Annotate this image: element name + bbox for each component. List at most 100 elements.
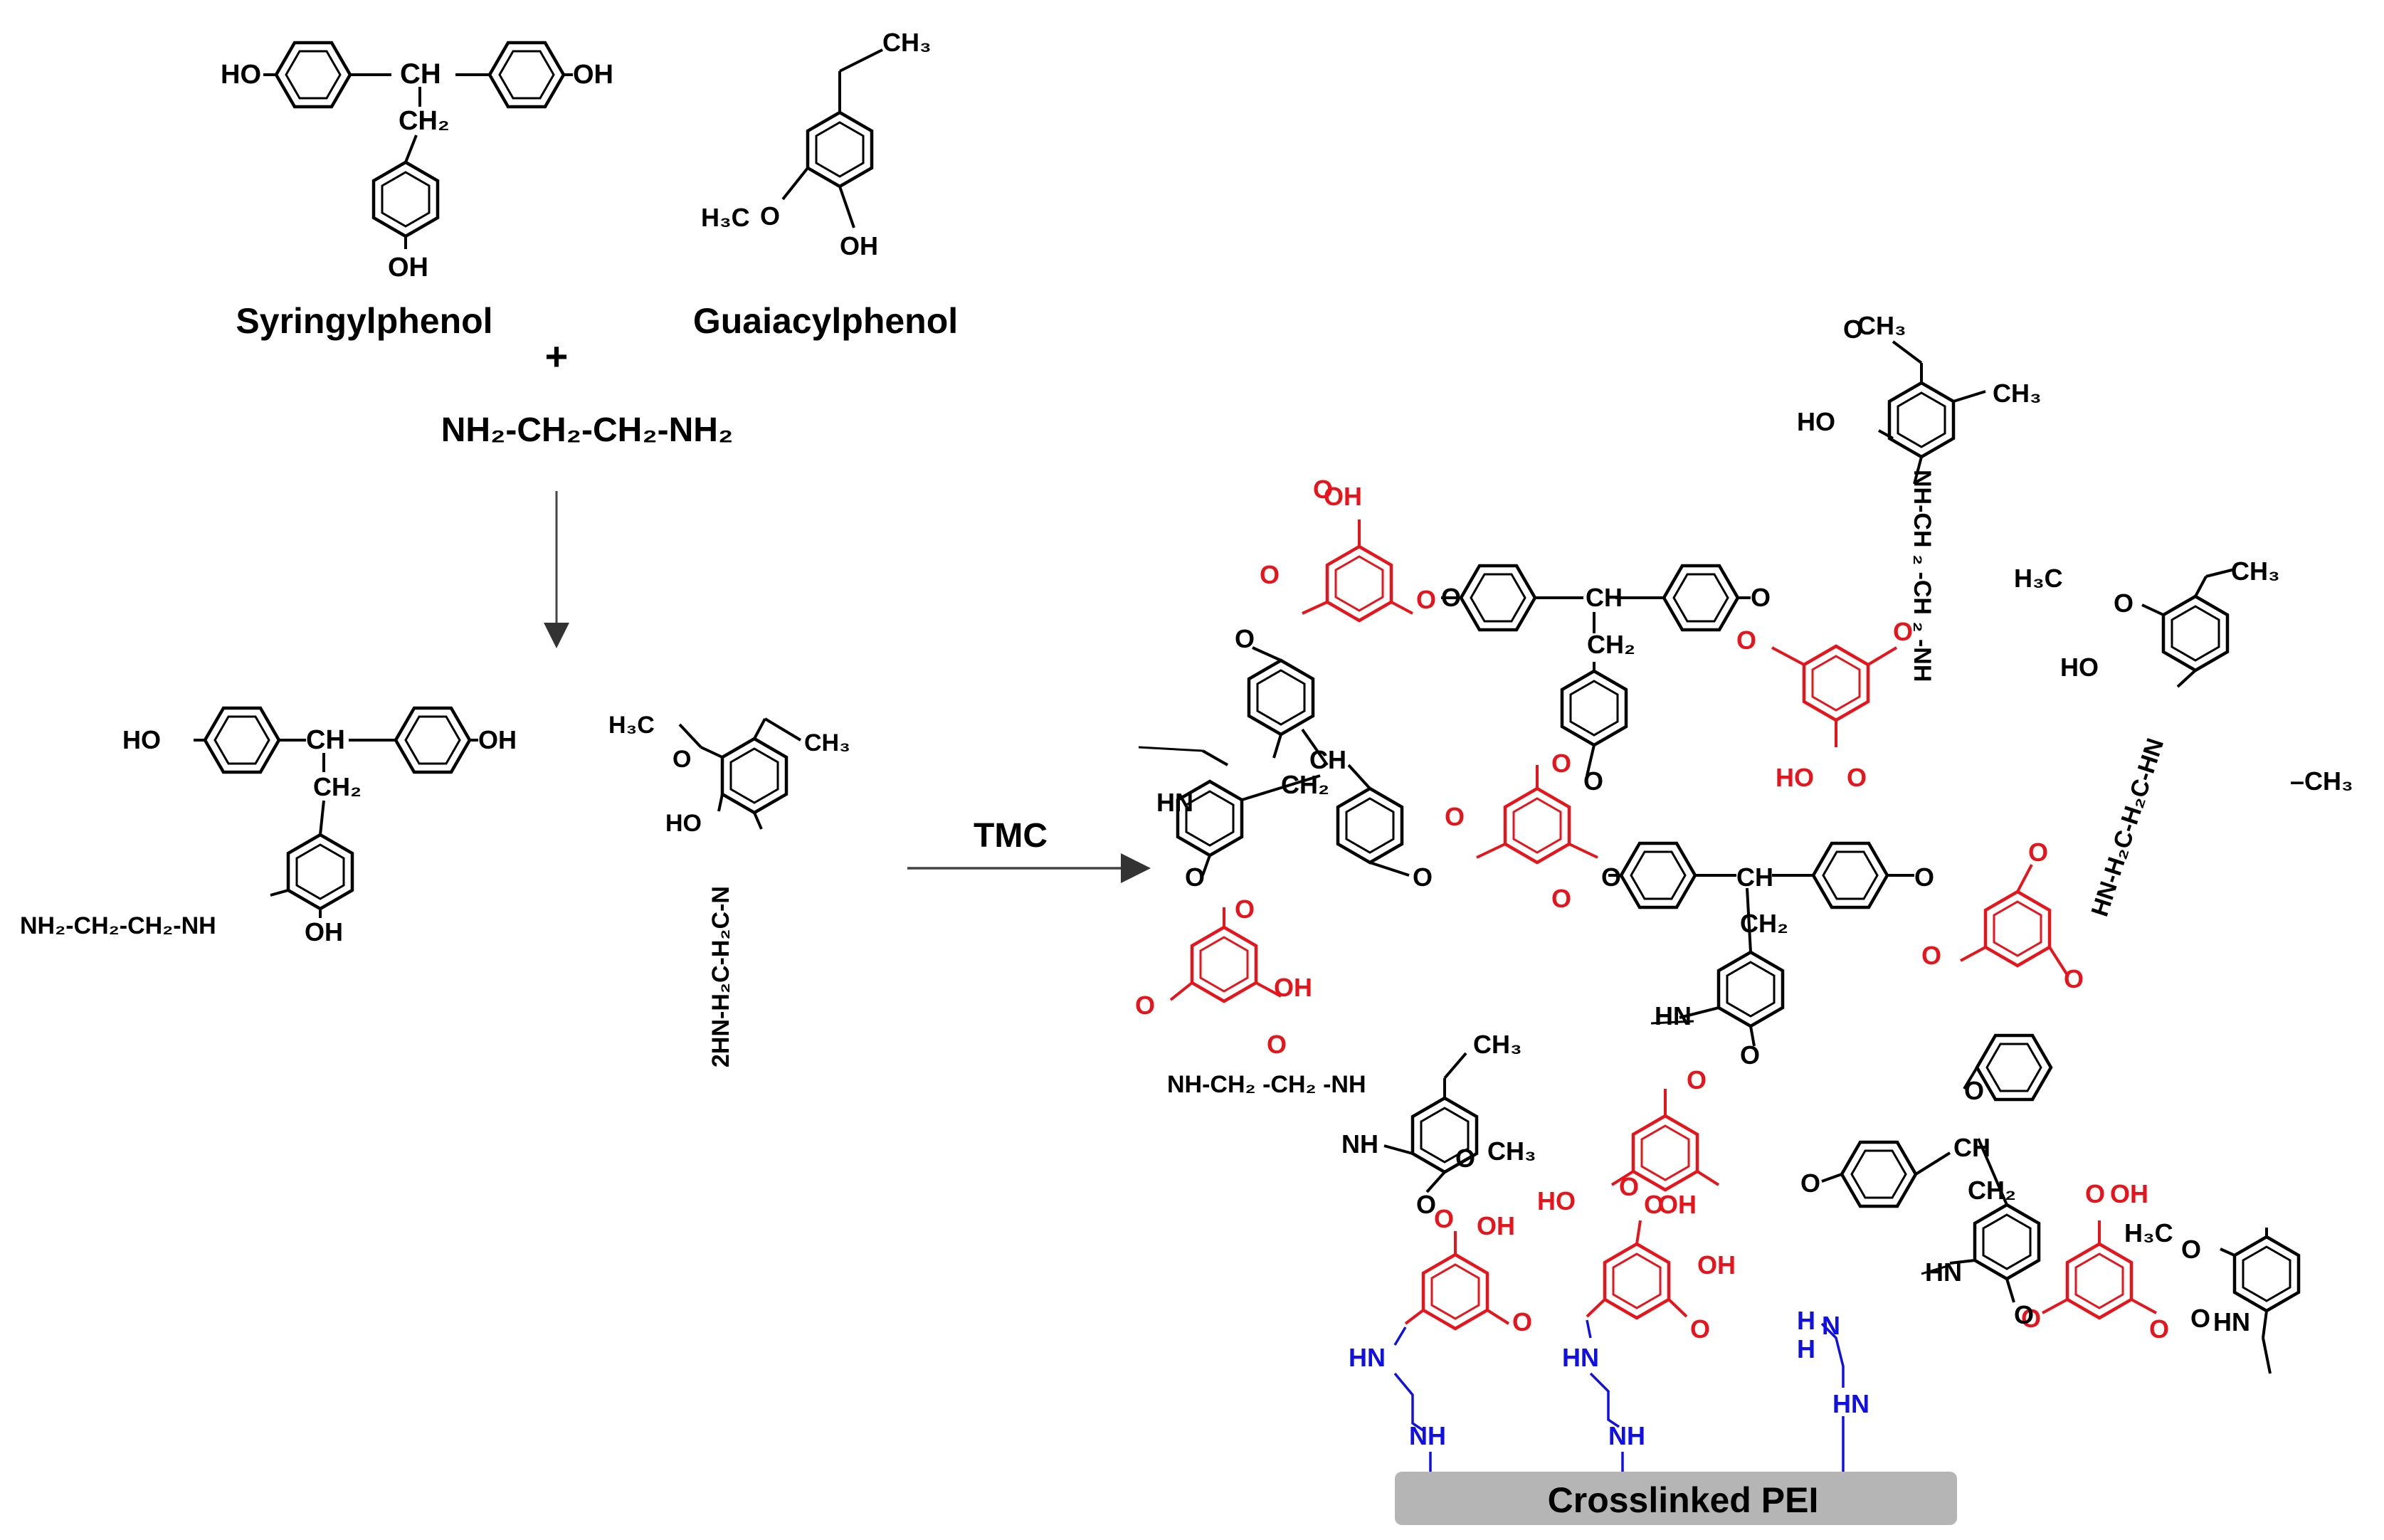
intermediate-o: O bbox=[673, 746, 691, 773]
tmc-br-o-left: O bbox=[2021, 1304, 2041, 1333]
tmc-mid-o-left: O bbox=[1445, 802, 1465, 831]
net-ch-1: CH bbox=[1586, 583, 1623, 612]
intermediate-ho-guaiacyl: HO bbox=[665, 810, 702, 837]
pei-hn-3: HN bbox=[1832, 1389, 1869, 1418]
tmc-mid-o: O bbox=[1551, 749, 1571, 778]
guaiacyl-ch3: CH₃ bbox=[882, 28, 932, 57]
tmc-bm-o: O bbox=[1644, 1190, 1664, 1219]
net-ch3-4: CH₃ bbox=[1993, 379, 2042, 408]
net-ch3-2: CH₃ bbox=[1487, 1136, 1536, 1166]
net-o-6: O bbox=[1583, 766, 1603, 796]
syringyl-ch: CH bbox=[400, 58, 441, 90]
network-tmc-atoms: OH O O O O O HO O O O O O O OH O O O O O… bbox=[1135, 475, 2169, 1344]
net-nh-1: NH bbox=[1341, 1129, 1378, 1159]
tmc-bl-o: O bbox=[1434, 1204, 1454, 1233]
tmc-mid-o-bottom: O bbox=[1551, 884, 1571, 913]
tmc-bm-oh: OH bbox=[1697, 1250, 1736, 1280]
net-hn-1: HN bbox=[1156, 788, 1193, 817]
net-ch-2: CH bbox=[1309, 745, 1346, 774]
net-o-3: O bbox=[1235, 624, 1255, 653]
tmc-lower-oh: OH bbox=[1658, 1190, 1697, 1219]
net-ch3-5: CH₃ bbox=[2231, 557, 2280, 586]
syringyl-ho-left: HO bbox=[221, 60, 261, 90]
tmc-lower-o-left: O bbox=[1619, 1172, 1639, 1201]
tmc-bm-ho: HO bbox=[1537, 1186, 1576, 1215]
tmc-br-oh: OH bbox=[2110, 1179, 2148, 1208]
guaiacylphenol-structure bbox=[781, 48, 883, 228]
tmc-br-o: O bbox=[2085, 1179, 2105, 1208]
pei-hn-1: HN bbox=[1349, 1343, 1386, 1372]
tmc-left-oh: OH bbox=[1274, 973, 1312, 1002]
syringyl-ch2: CH₂ bbox=[399, 106, 450, 136]
guaiacyl-oh: OH bbox=[840, 231, 878, 260]
intermediate-ch2: CH₂ bbox=[313, 772, 362, 801]
tmc-rt-o-right: O bbox=[1893, 617, 1913, 646]
net-ch-4: CH bbox=[1953, 1133, 1990, 1162]
guaiacyl-h3c: H₃C bbox=[701, 203, 750, 232]
net-o-1: O bbox=[1441, 583, 1461, 612]
tmc-top-o-right: O bbox=[1416, 585, 1436, 614]
tmc-top-o-left: O bbox=[1260, 560, 1280, 589]
tmc-rt-o: O bbox=[1847, 763, 1867, 792]
net-o-14: O bbox=[1416, 1190, 1436, 1219]
pei-hn-2: HN bbox=[1562, 1343, 1599, 1372]
net-ch2-1: CH₂ bbox=[1587, 630, 1635, 659]
syringylphenol-structure bbox=[263, 43, 573, 249]
pei-amine-chains bbox=[1393, 1319, 1845, 1472]
tmc-right-o: O bbox=[2028, 838, 2048, 867]
pei-nh-1: NH bbox=[1409, 1421, 1446, 1450]
net-ch-3: CH bbox=[1736, 863, 1773, 892]
net-ch3-3: CH₃ bbox=[1857, 311, 1906, 340]
net-o-10: O bbox=[1964, 1076, 1984, 1105]
net-ch2-4: CH₂ bbox=[1968, 1176, 2016, 1205]
net-ch3-1: CH₃ bbox=[1473, 1030, 1522, 1059]
guaiacylphenol-label: Guaiacylphenol bbox=[693, 301, 958, 341]
tmc-bl-o-right: O bbox=[1512, 1307, 1532, 1336]
net-ch2-2: CH₂ bbox=[1281, 770, 1329, 799]
pei-n-1: N bbox=[1822, 1311, 1840, 1340]
tmc-left-o: O bbox=[1235, 895, 1255, 924]
intermediate-h3c: H₃C bbox=[608, 712, 655, 739]
net-o-16: O bbox=[2114, 589, 2134, 618]
net-o-12: O bbox=[2014, 1300, 2034, 1329]
net-ho-2: HO bbox=[2060, 653, 2099, 682]
intermediate-ch3: CH₃ bbox=[804, 729, 850, 756]
net-o-13: O bbox=[1455, 1144, 1475, 1173]
network-black-atoms: O O CH CH₂ O CH CH₂ HN O O O O CH CH₂ O … bbox=[1156, 311, 2280, 1336]
stray-methyl: –CH₃ bbox=[2290, 766, 2353, 796]
network-link-chain-right: HN-H₂C-H₂C-HN bbox=[2086, 735, 2169, 920]
tmc-left-o-bottom: O bbox=[1267, 1030, 1287, 1059]
tmc-top-o: O bbox=[1313, 475, 1333, 504]
intermediate-oh: OH bbox=[478, 725, 517, 754]
net-o-4: O bbox=[1185, 863, 1205, 892]
tmc-rt-o-left: O bbox=[1736, 626, 1756, 655]
tmc-top-oh: OH bbox=[1324, 482, 1362, 511]
net-hn-3: HN bbox=[1925, 1257, 1962, 1287]
tmc-bm-o-bottom: O bbox=[1690, 1314, 1710, 1344]
network-link-chain-left: NH-CH₂ -CH₂ -NH bbox=[1167, 1071, 1366, 1098]
net-h3c-2: H₃C bbox=[2124, 1218, 2173, 1248]
pei-h-1: H bbox=[1797, 1306, 1815, 1335]
intermediate-rotated-chain: 2HN-H₂C-H₂C-N bbox=[707, 886, 734, 1067]
net-o-11: O bbox=[1800, 1169, 1820, 1198]
net-o-15: O bbox=[1843, 315, 1863, 344]
tmc-left-o-side: O bbox=[1135, 991, 1155, 1020]
tmc-right-o-bottom: O bbox=[2064, 964, 2084, 993]
net-o-9: O bbox=[1740, 1040, 1760, 1070]
ethylenediamine-formula: NH₂-CH₂-CH₂-NH₂ bbox=[441, 411, 734, 449]
intermediate-amine-chain: NH₂-CH₂-CH₂-NH bbox=[20, 912, 216, 939]
net-o-2: O bbox=[1751, 583, 1771, 612]
net-o-17: O bbox=[2181, 1235, 2201, 1264]
intermediate-oh-bottom: OH bbox=[305, 917, 343, 946]
aminated-syringylphenol-structure bbox=[194, 708, 478, 918]
guaiacyl-o: O bbox=[760, 201, 780, 231]
tmc-lower-o: O bbox=[1687, 1065, 1707, 1095]
tmc-br-o-right: O bbox=[2149, 1314, 2169, 1344]
network-phenolic-rings bbox=[1138, 340, 2299, 1374]
pei-nh-2: NH bbox=[1608, 1421, 1645, 1450]
intermediate-ch: CH bbox=[306, 725, 345, 755]
aminated-guaiacylphenol-structure bbox=[678, 717, 802, 830]
syringyl-oh-bottom: OH bbox=[388, 253, 428, 283]
syringyl-oh-right: OH bbox=[573, 60, 613, 90]
net-ch2-3: CH₂ bbox=[1740, 909, 1788, 938]
